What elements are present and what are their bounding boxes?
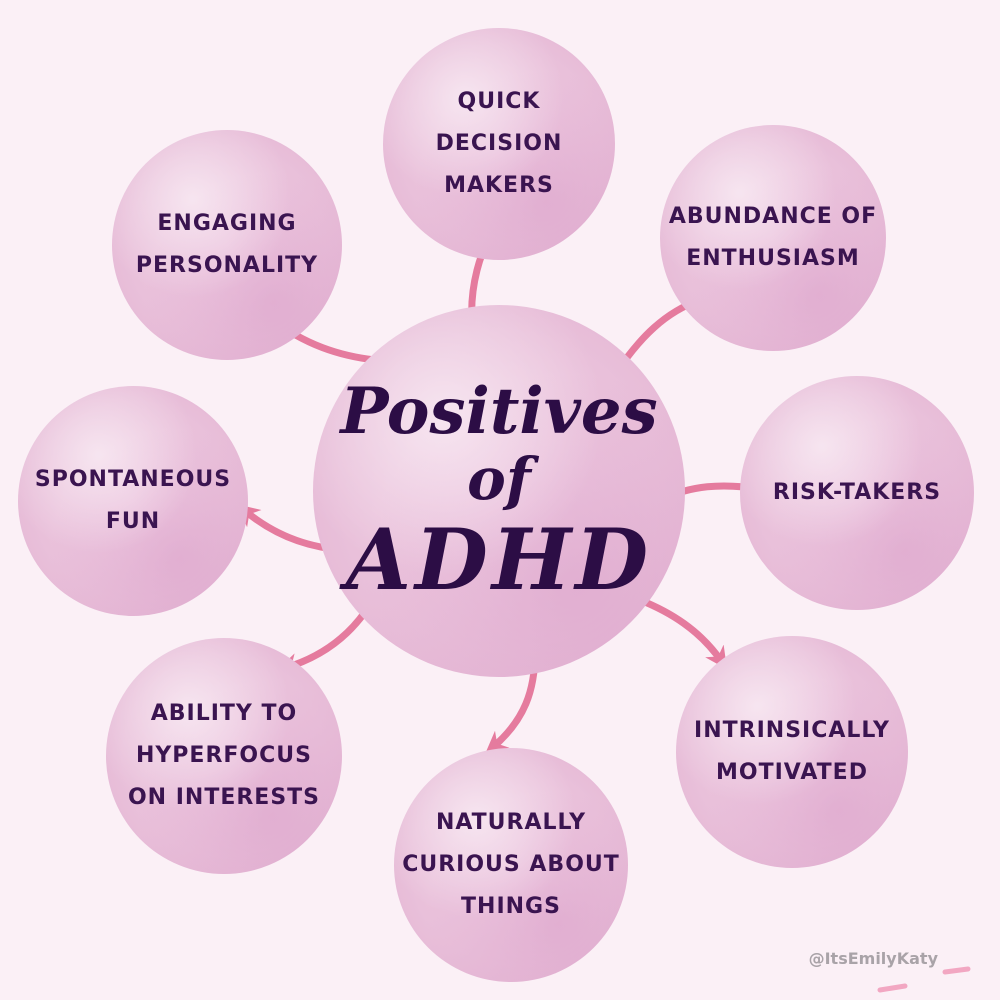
node-label: SPONTANEOUS FUN	[34, 467, 232, 534]
arrow-to-ability-to-hyperfocus	[276, 608, 369, 675]
arrow-to-intrinsically-motivated	[636, 596, 728, 670]
center-circle: Positives of ADHD	[313, 305, 685, 677]
node-label: ABILITY TO HYPERFOCUS ON INTERESTS	[127, 701, 321, 810]
decorative-dash	[942, 966, 971, 975]
title-line-adhd: ADHD	[345, 510, 653, 609]
node-label: ENGAGING PERSONALITY	[135, 211, 319, 278]
decorative-dash	[877, 983, 908, 993]
title-line-of: of	[467, 445, 531, 513]
node-label: ABUNDANCE OF ENTHUSIASM	[668, 204, 878, 271]
node-risk-takers: RISK-TAKERS	[740, 376, 974, 610]
node-label: RISK-TAKERS	[772, 480, 942, 505]
node-naturally-curious: NATURALLY CURIOUS ABOUT THINGS	[394, 748, 628, 982]
node-spontaneous-fun: SPONTANEOUS FUN	[18, 386, 248, 616]
node-label: QUICK DECISION MAKERS	[435, 89, 563, 198]
node-label: INTRINSICALLY MOTIVATED	[694, 718, 890, 785]
node-ability-to-hyperfocus: ABILITY TO HYPERFOCUS ON INTERESTS	[106, 638, 342, 874]
node-label: NATURALLY CURIOUS ABOUT THINGS	[402, 810, 620, 919]
node-intrinsically-motivated: INTRINSICALLY MOTIVATED	[676, 636, 908, 868]
node-quick-decision-makers: QUICK DECISION MAKERS	[383, 28, 615, 260]
author-handle: @ItsEmilyKaty	[808, 949, 938, 968]
title-line-positives: Positives	[340, 374, 658, 449]
node-engaging-personality: ENGAGING PERSONALITY	[112, 130, 342, 360]
diagram-title: Positives of ADHD	[340, 380, 657, 602]
node-abundance-of-enthusiasm: ABUNDANCE OF ENTHUSIASM	[660, 125, 886, 351]
